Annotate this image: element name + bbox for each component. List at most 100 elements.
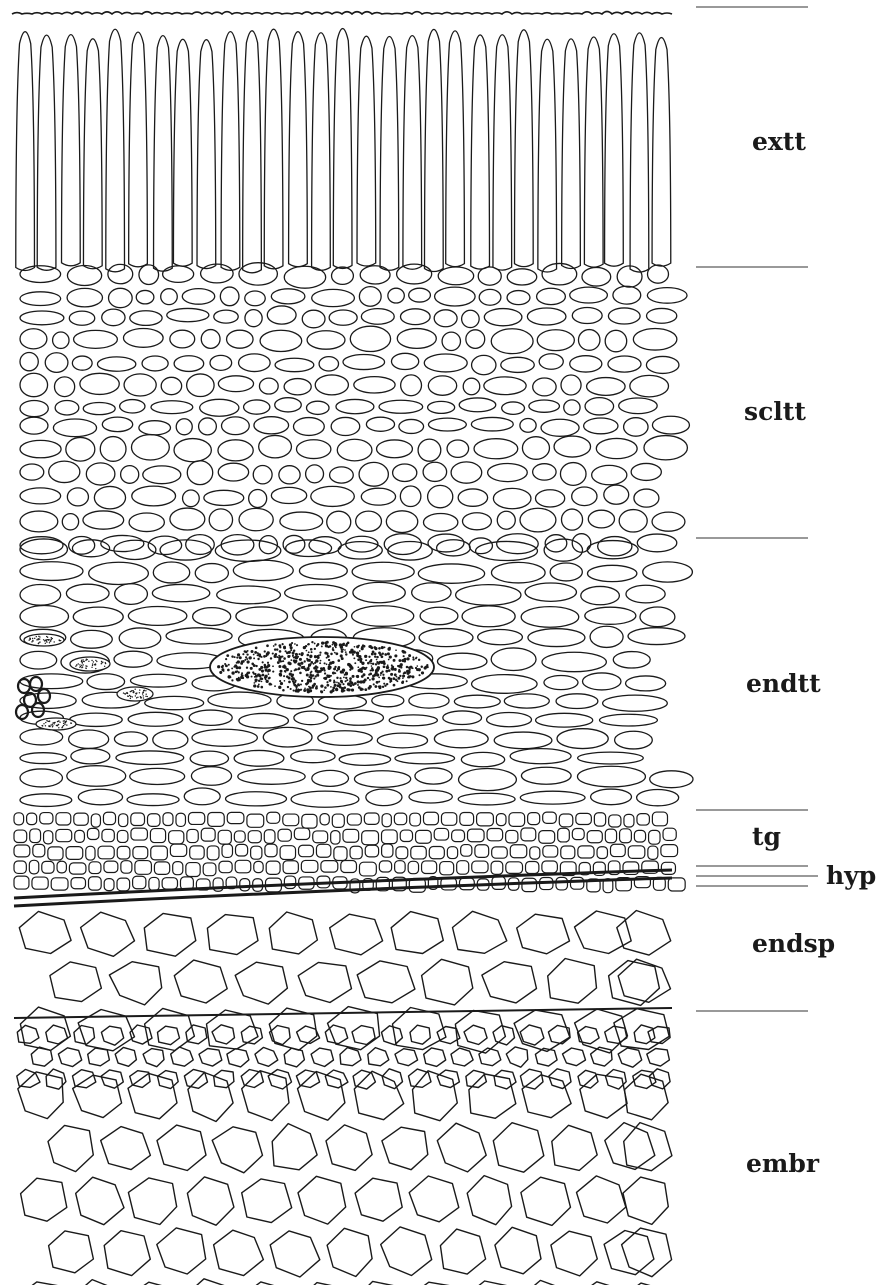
stipple-dot [346, 643, 348, 645]
endotesta-cell [366, 789, 402, 806]
endotesta-cell [415, 768, 452, 784]
tegmen-cell [661, 845, 678, 857]
tegmen-cell [475, 845, 489, 858]
endotesta-cell [628, 628, 685, 645]
endotesta-cell [354, 771, 410, 788]
sclerotesta-cell [386, 511, 417, 533]
embryo-cell [424, 1048, 446, 1067]
endotesta-cell [130, 674, 186, 687]
tegmen-cell [264, 830, 275, 844]
sclerotesta-cell [309, 537, 341, 554]
sclerotesta-cell [108, 264, 133, 283]
stipple-dot [354, 662, 356, 664]
sclerotesta-cell [72, 356, 92, 370]
stipple-dot [253, 654, 255, 656]
endotesta-cell [191, 767, 231, 786]
sclerotesta-cell [391, 353, 418, 369]
stipple-dot [63, 725, 64, 726]
tegmen-cell [509, 813, 525, 827]
stipple-dot [142, 692, 143, 693]
tegmen-cell [556, 877, 568, 890]
stipple-dot [295, 689, 298, 692]
endotesta-cell [119, 628, 161, 648]
stipple-dot [258, 680, 261, 683]
endotesta-cell [491, 648, 536, 671]
stipple-dot [299, 658, 302, 661]
sclerotesta-cell [442, 332, 460, 350]
stipple-dot [342, 669, 345, 672]
stipple-dot [234, 656, 236, 658]
stipple-dot [282, 643, 284, 645]
sclerotesta-cell [142, 356, 168, 371]
stipple-dot [406, 657, 409, 660]
stipple-dot [349, 669, 351, 671]
stipple-dot [278, 665, 281, 668]
stipple-dot [332, 687, 335, 690]
endosperm-cell [144, 913, 196, 956]
embryo-cell [437, 1070, 459, 1088]
endotesta-cell [456, 585, 521, 606]
sclerotesta-cell [366, 417, 394, 431]
tegmen-cell [278, 829, 291, 841]
endotesta-cell [510, 749, 571, 764]
sclerotesta-cell [204, 490, 244, 505]
sclerotesta-cell [541, 419, 579, 436]
embryo-cell [618, 1048, 642, 1067]
palisade-cell [538, 39, 557, 272]
stipple-dot [362, 644, 364, 646]
sclerotesta-cell [20, 488, 61, 504]
tegmen-cell [117, 878, 130, 891]
embryo-cell [188, 1073, 233, 1122]
stipple-dot [348, 689, 351, 692]
embryo-cell [73, 1280, 119, 1285]
sclerotesta-cell [49, 461, 80, 482]
tegmen-cell [71, 878, 85, 889]
sclerotesta-cell [646, 356, 679, 373]
sclerotesta-cell [20, 353, 38, 371]
endosperm-cell [269, 912, 317, 954]
stipple-dot [231, 667, 233, 669]
endosperm-cell [575, 911, 632, 954]
stipple-dot [249, 657, 252, 660]
stipple-dot [304, 668, 306, 670]
stipple-dot [341, 687, 344, 690]
endotesta-cell [504, 694, 549, 708]
stipple-dot [92, 663, 93, 664]
stipple-dot [324, 686, 327, 689]
tegmen-cell [150, 829, 165, 843]
endotesta-cell [193, 608, 231, 626]
layer-divider-lines [696, 7, 818, 1011]
embryo-cell [272, 1124, 317, 1170]
endotesta-cell [389, 715, 437, 726]
endotesta-cell [434, 730, 488, 748]
embryo-cell [18, 1072, 63, 1119]
stipple-dot [276, 648, 278, 650]
stipple-dot [371, 667, 373, 669]
stipple-dot [39, 641, 40, 642]
stipple-dot [85, 665, 86, 666]
stipple-dot [49, 642, 50, 643]
stipple-dot [272, 671, 274, 673]
endotesta-cell [115, 584, 148, 605]
stipple-dot [277, 661, 280, 664]
embryo-cell [212, 1127, 262, 1173]
stipple-dot [52, 724, 53, 725]
endotesta-cell [291, 750, 335, 763]
stipple-dot [304, 687, 306, 689]
sclerotesta-cell [80, 373, 119, 394]
tegmen-cell [148, 814, 160, 827]
stipple-dot [132, 696, 133, 697]
endotesta-cell [128, 606, 186, 625]
stipple-dot [247, 672, 249, 674]
stipple-dot [140, 697, 141, 698]
sclerotesta-cell [315, 375, 348, 395]
endotesta-cell [478, 629, 523, 644]
embryo-cell [552, 1125, 597, 1170]
stipple-dot [261, 656, 263, 658]
stipple-dot [374, 653, 377, 656]
tegmen-cell [343, 829, 359, 842]
endotesta-cell [87, 674, 125, 690]
stipple-dot [382, 674, 384, 676]
stipple-dot [280, 682, 283, 685]
